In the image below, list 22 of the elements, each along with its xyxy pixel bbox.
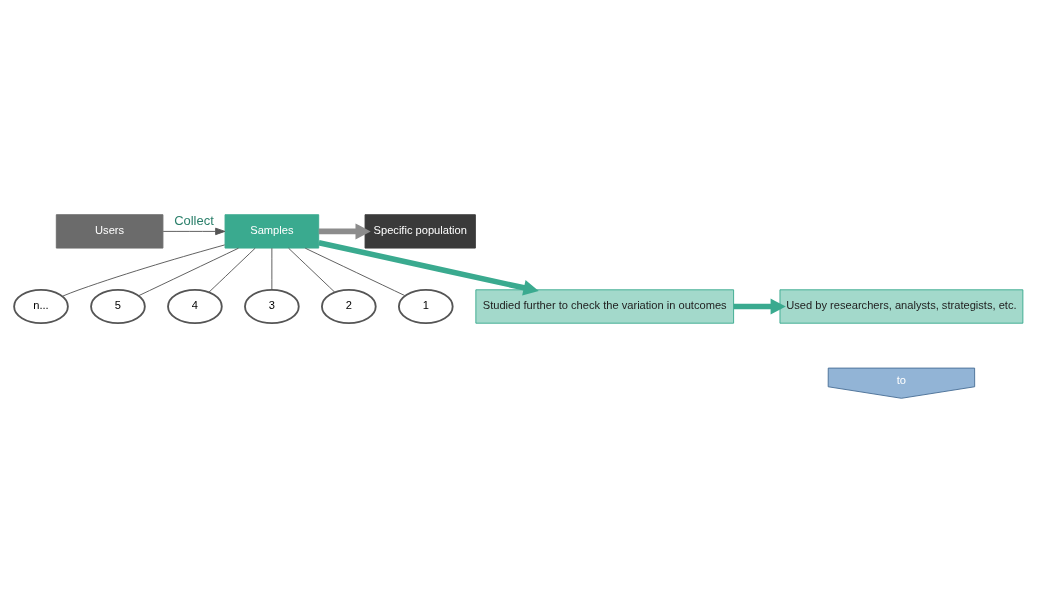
connector [138, 247, 239, 296]
arrow [318, 222, 371, 239]
connector [304, 247, 406, 296]
connector [288, 247, 336, 293]
node-ellipse: 1 [397, 288, 454, 324]
node-box: Samples [224, 213, 320, 249]
connector [271, 247, 273, 290]
node-box: Specific population [364, 213, 476, 249]
node-ellipse: 5 [90, 288, 146, 324]
connector [208, 247, 256, 293]
node-box: Studied further to check the variation in outcomes [475, 288, 735, 324]
node-ellipse: n... [13, 288, 69, 324]
node-ellipse: 2 [321, 288, 377, 324]
connector [62, 243, 226, 297]
node-ellipse: 3 [244, 288, 300, 324]
edge-label: Collect [174, 212, 214, 228]
node-box: Users [55, 213, 164, 249]
arrow [318, 239, 539, 296]
node-box: Used by researchers, analysts, strategists, etc. [779, 288, 1024, 324]
arrow [162, 227, 226, 235]
arrow [733, 298, 786, 314]
node-ellipse: 4 [167, 288, 223, 324]
